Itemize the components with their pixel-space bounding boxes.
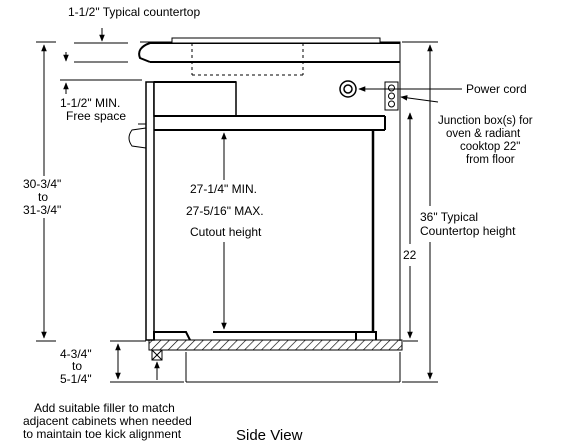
filler-note: to maintain toe kick alignment	[23, 427, 182, 441]
cutout-height-label: Cutout height	[190, 225, 262, 239]
power-cord-icon	[339, 80, 357, 98]
floor	[148, 339, 403, 351]
junction-box-label: cooktop 22"	[460, 141, 520, 153]
filler-note: Add suitable filler to match	[34, 401, 175, 415]
free-space-label: 1-1/2" MIN.	[60, 96, 120, 110]
countertop-thickness-dimension	[63, 28, 128, 63]
filler-block	[151, 349, 163, 380]
countertop-height-label: 36" Typical	[420, 210, 478, 224]
free-space-label: Free space	[66, 109, 126, 123]
toe-kick-label: 5-1/4"	[60, 372, 92, 386]
junction-height-label: 22	[403, 248, 417, 262]
countertop-height-label: Countertop height	[420, 224, 516, 238]
overall-height-dimension-left	[36, 41, 56, 342]
wall-oven	[128, 81, 386, 341]
cutout-min-label: 27-1/4" MIN.	[190, 182, 257, 196]
cutout-max-label: 27-5/16" MAX.	[186, 204, 264, 218]
cooktop	[171, 37, 381, 76]
junction-box-icon	[384, 81, 399, 111]
toe-kick-label: 4-3/4"	[60, 347, 92, 361]
free-space-dimension	[60, 79, 142, 94]
toe-kick-label: to	[72, 359, 82, 373]
countertop-thickness-label: 1-1/2" Typical countertop	[68, 5, 200, 19]
left-height-label: to	[38, 190, 48, 204]
left-height-label: 30-3/4"	[23, 177, 61, 191]
view-title: Side View	[236, 427, 303, 444]
callout-leaders	[358, 86, 462, 103]
countertop-height-dimension	[402, 41, 438, 383]
toe-kick-dimension	[110, 340, 184, 383]
junction-box-label: Junction box(s) for	[438, 115, 533, 127]
left-height-label: 31-3/4"	[23, 203, 61, 217]
filler-note: adjacent cabinets when needed	[23, 414, 192, 428]
power-cord-label: Power cord	[466, 82, 527, 96]
countertop	[138, 42, 400, 63]
junction-height-dimension	[403, 112, 418, 342]
junction-box-label: oven & radiant	[446, 128, 521, 140]
junction-box-label: from floor	[466, 154, 515, 166]
